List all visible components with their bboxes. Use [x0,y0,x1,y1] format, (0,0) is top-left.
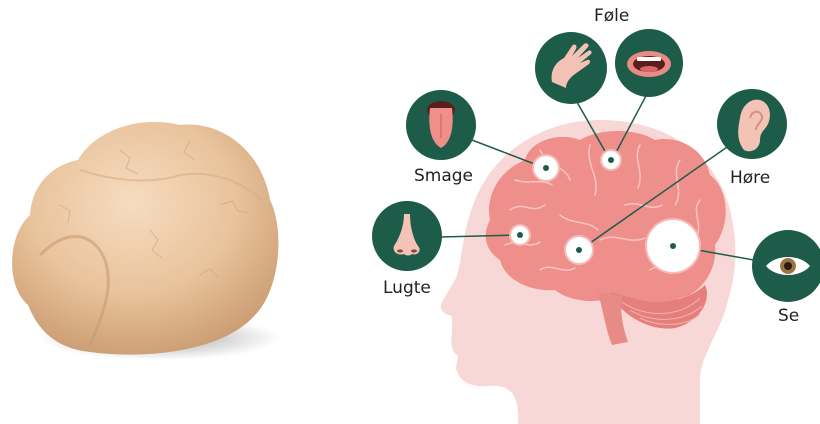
bread-roll [12,122,278,355]
label-hearing: Høre [730,168,770,188]
tongue-icon [406,90,476,160]
label-smell: Lugte [383,278,431,298]
hand-icon [535,32,607,104]
eye-icon [752,230,820,302]
bread-roll-image [12,122,280,360]
nose-icon [372,201,442,271]
label-taste: Smage [414,166,473,186]
label-touch: Føle [594,6,629,26]
ear-icon [717,89,787,159]
mouth-icon [615,29,683,97]
label-sight: Se [778,306,799,326]
